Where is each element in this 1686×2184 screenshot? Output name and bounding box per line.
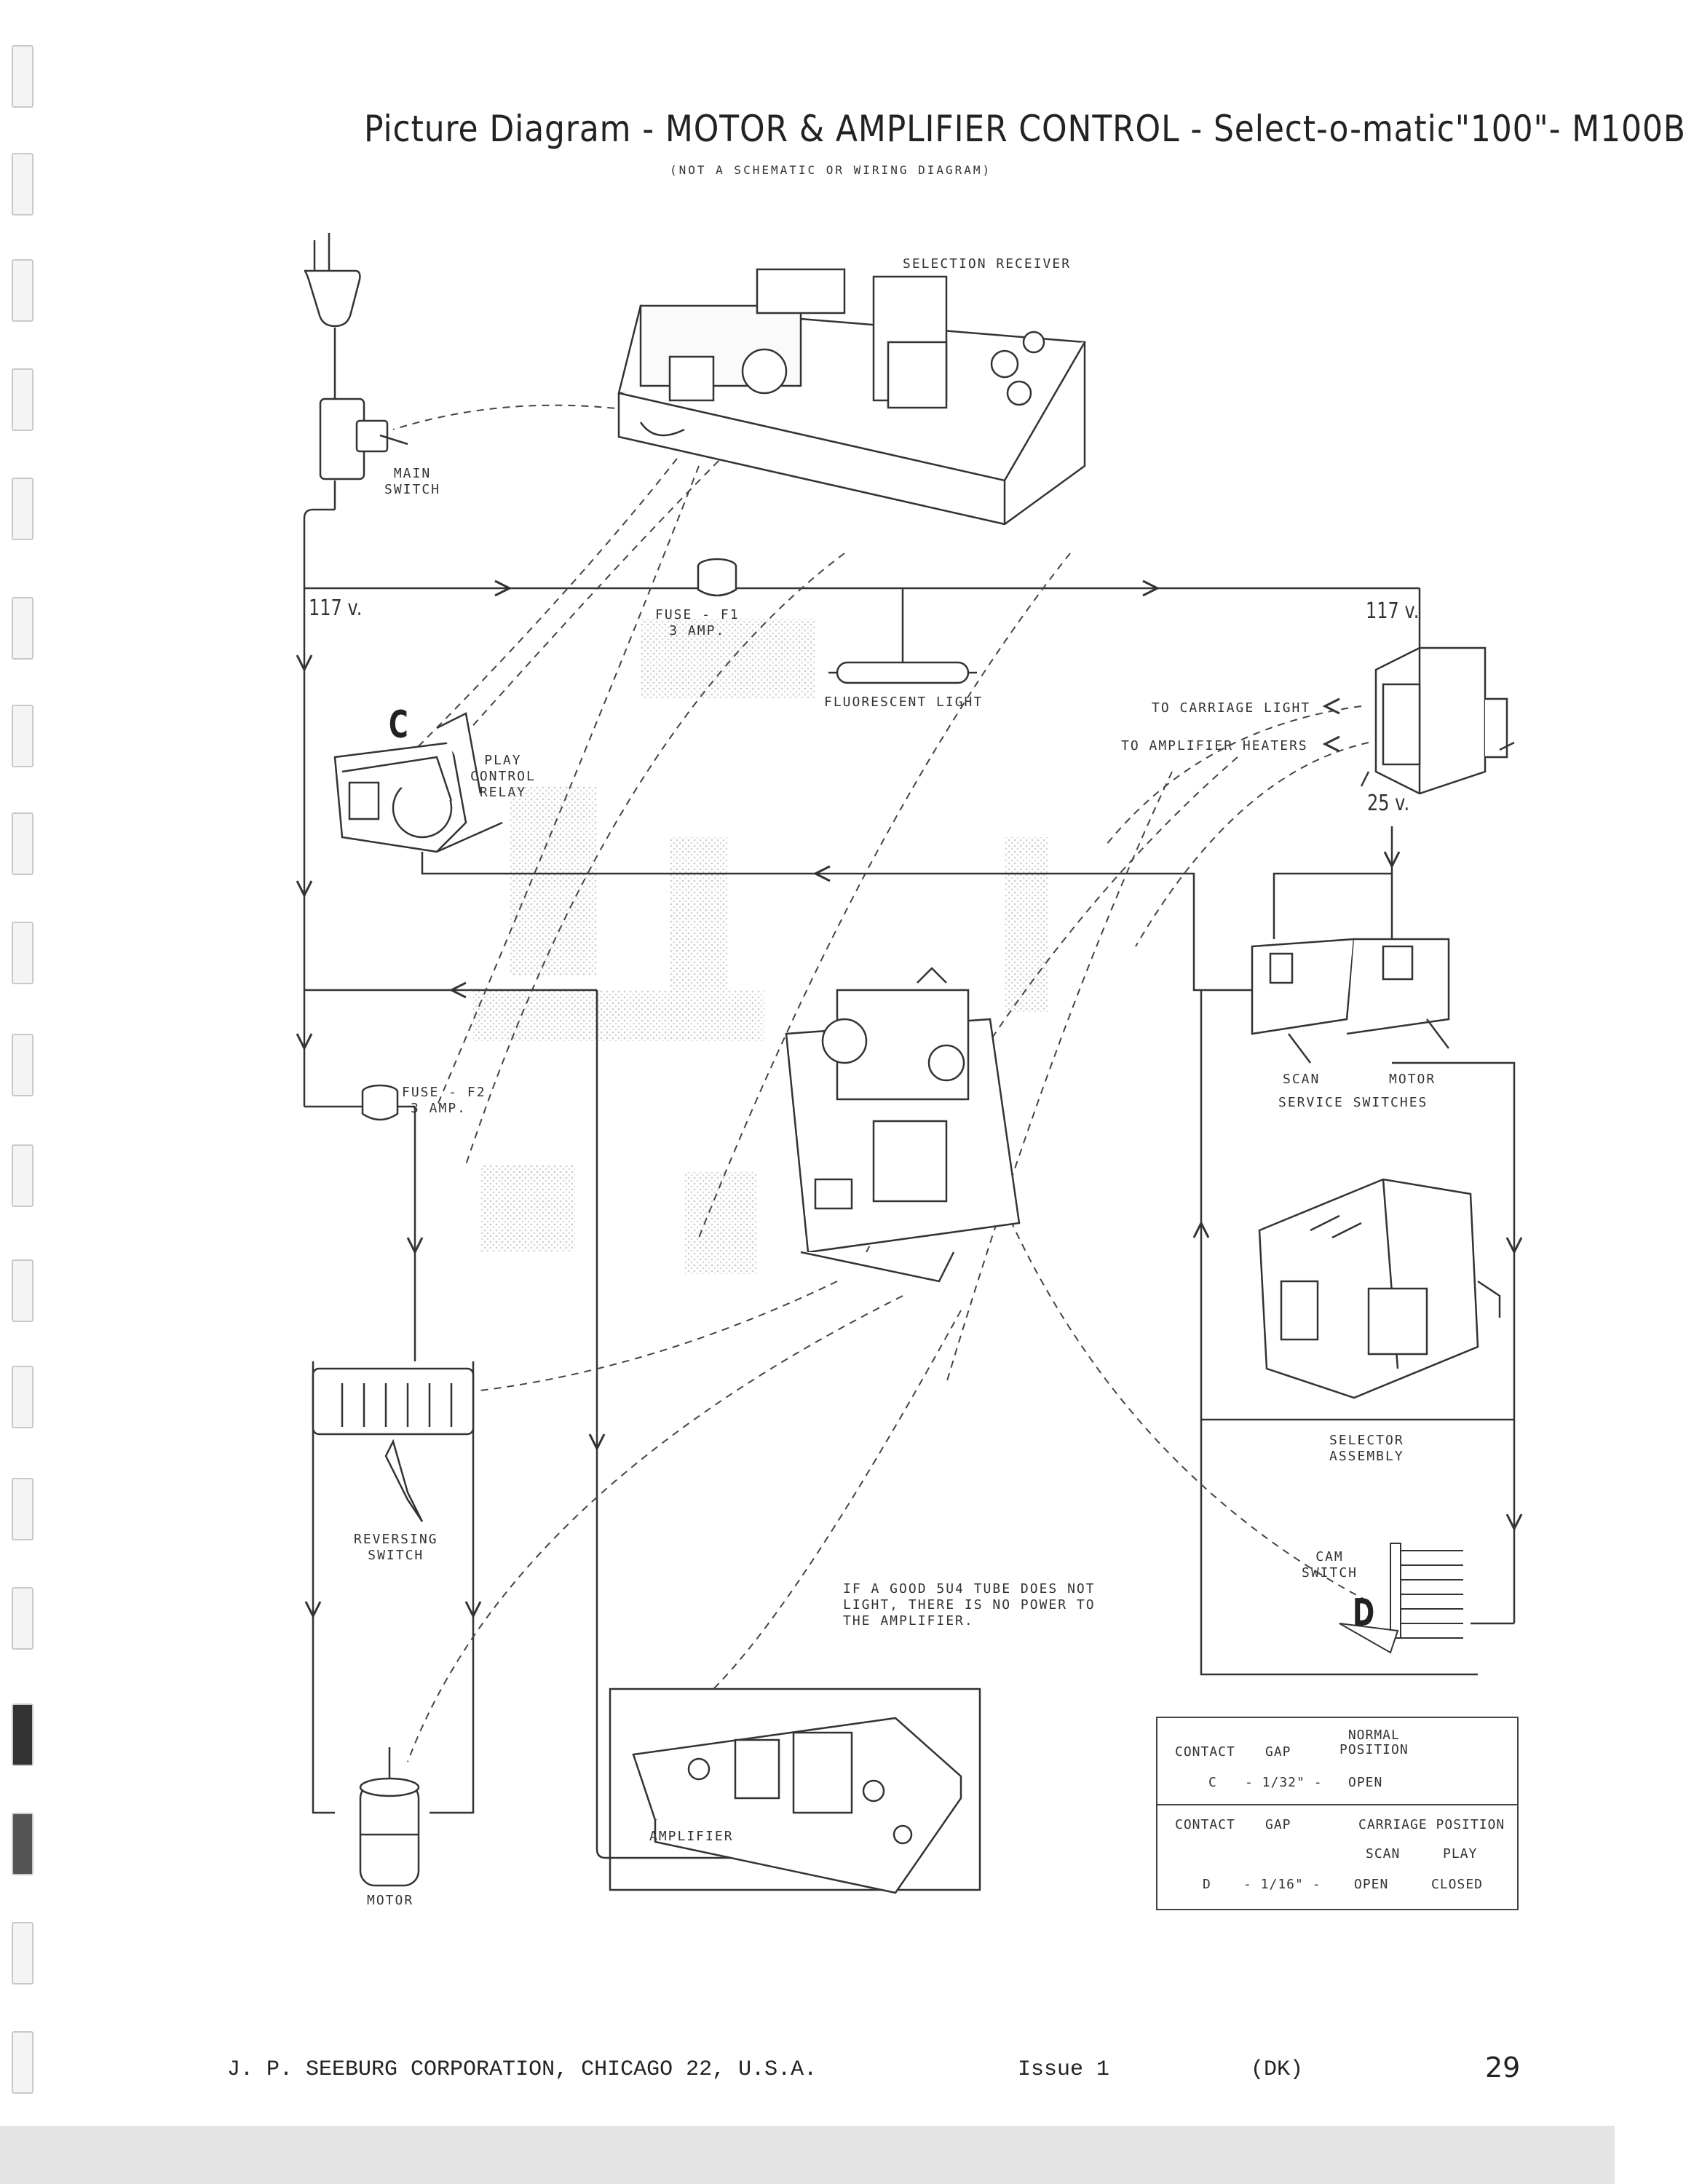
contact-header-2: CONTACT xyxy=(1175,1817,1235,1832)
binding-hole xyxy=(12,1813,33,1875)
fuse-f2-holder xyxy=(361,1084,399,1121)
service-switches-body xyxy=(1251,938,1450,1064)
row-c-position: OPEN xyxy=(1348,1775,1383,1790)
play-control-relay-label: PLAY CONTROL RELAY xyxy=(470,753,536,800)
selection-receiver-label: SELECTION RECEIVER xyxy=(903,256,1072,272)
binding-hole xyxy=(12,812,33,875)
motor-switch-label: MOTOR xyxy=(1389,1072,1436,1087)
binding-hole xyxy=(12,705,33,767)
fuse-f1-label: FUSE - F1 3 AMP. xyxy=(655,607,740,638)
to-carriage-light-label: TO CARRIAGE LIGHT xyxy=(1152,700,1311,716)
footer-issue: Issue 1 xyxy=(1018,2057,1110,2082)
voltage-117-left: 117 v. xyxy=(309,596,363,621)
selector-mechanism xyxy=(785,967,1021,1283)
binding-hole xyxy=(12,1922,33,1985)
row-d-contact: D xyxy=(1203,1877,1211,1892)
scan-header: SCAN xyxy=(1366,1846,1401,1861)
voltage-25: 25 v. xyxy=(1367,791,1410,816)
contact-d-marker: D xyxy=(1353,1591,1375,1635)
binding-hole xyxy=(12,1144,33,1207)
row-d-gap: - 1/16" - xyxy=(1243,1877,1321,1892)
amplifier-chassis xyxy=(632,1717,962,1894)
reversing-switch-label: REVERSING SWITCH xyxy=(354,1532,438,1563)
reversing-switch-body xyxy=(312,1367,475,1522)
manual-page: Picture Diagram - MOTOR & AMPLIFIER CONT… xyxy=(0,45,1685,2184)
fuse-f2-label: FUSE - F2 3 AMP. xyxy=(402,1085,486,1116)
gap-header-2: GAP xyxy=(1265,1817,1291,1832)
binding-hole xyxy=(12,922,33,984)
binding-hole xyxy=(12,153,33,215)
binding-hole xyxy=(12,1704,33,1766)
tube-note: IF A GOOD 5U4 TUBE DOES NOT LIGHT, THERE… xyxy=(843,1581,1096,1629)
page-number: 29 xyxy=(1485,2052,1521,2084)
contact-gap-table: NORMAL POSITION CONTACT GAP C - 1/32" - … xyxy=(1156,1717,1519,1910)
wiring-picture-diagram xyxy=(296,233,1523,1894)
gap-header: GAP xyxy=(1265,1744,1291,1760)
row-c-contact: C xyxy=(1208,1775,1217,1790)
service-switches-label: SERVICE SWITCHES xyxy=(1278,1095,1428,1110)
normal-position-header: NORMAL POSITION xyxy=(1339,1728,1409,1757)
binding-hole xyxy=(12,1034,33,1096)
table-divider xyxy=(1157,1804,1517,1805)
play-header: PLAY xyxy=(1443,1846,1478,1861)
binding-hole xyxy=(12,478,33,540)
binding-hole xyxy=(12,597,33,660)
amplifier-label: AMPLIFIER xyxy=(649,1829,734,1844)
motor-label: MOTOR xyxy=(367,1893,414,1908)
row-d-play: CLOSED xyxy=(1431,1877,1484,1892)
flow-arrows xyxy=(296,579,1523,1619)
page-subtitle: (NOT A SCHEMATIC OR WIRING DIAGRAM) xyxy=(670,163,992,177)
fluorescent-tube xyxy=(828,661,977,684)
scan-switch-label: SCAN xyxy=(1283,1072,1321,1087)
binding-hole xyxy=(12,45,33,108)
cam-switch-label: CAM SWITCH xyxy=(1302,1549,1358,1580)
carriage-position-header: CARRIAGE POSITION xyxy=(1358,1817,1505,1832)
page-title: Picture Diagram - MOTOR & AMPLIFIER CONT… xyxy=(364,108,1686,150)
contact-header: CONTACT xyxy=(1175,1744,1235,1760)
binding-hole xyxy=(12,1259,33,1322)
fuse-f1-holder xyxy=(697,558,737,597)
play-control-relay-body xyxy=(333,712,503,853)
scan-bottom-margin xyxy=(0,2126,1615,2184)
power-wiring xyxy=(303,328,1516,1859)
fluorescent-light-label: FLUORESCENT LIGHT xyxy=(824,695,984,710)
binding-hole xyxy=(12,1478,33,1540)
motor-body xyxy=(359,1747,420,1887)
binding-hole xyxy=(12,1587,33,1650)
binding-hole xyxy=(12,368,33,431)
main-switch-label: MAIN SWITCH xyxy=(384,466,441,497)
amplifier-frame xyxy=(609,1688,981,1891)
to-amplifier-heaters-label: TO AMPLIFIER HEATERS xyxy=(1121,738,1308,753)
binding-hole xyxy=(12,1366,33,1428)
row-d-scan: OPEN xyxy=(1354,1877,1389,1892)
voltage-117-right: 117 v. xyxy=(1366,598,1420,624)
power-plug xyxy=(304,233,361,328)
footer-company: J. P. SEEBURG CORPORATION, CHICAGO 22, U… xyxy=(227,2057,818,2082)
selector-assembly-body xyxy=(1258,1178,1501,1399)
main-switch-body xyxy=(319,397,408,480)
selector-assembly-label: SELECTOR ASSEMBLY xyxy=(1329,1433,1404,1464)
footer-code: (DK) xyxy=(1251,2057,1304,2082)
contact-c-marker: C xyxy=(389,703,408,747)
cam-switch-body xyxy=(1339,1543,1463,1654)
binding-hole xyxy=(12,259,33,322)
selection-receiver-chassis xyxy=(617,268,1086,526)
transformer xyxy=(1360,646,1515,795)
binding-hole xyxy=(12,2031,33,2094)
row-c-gap: - 1/32" - xyxy=(1245,1775,1323,1790)
